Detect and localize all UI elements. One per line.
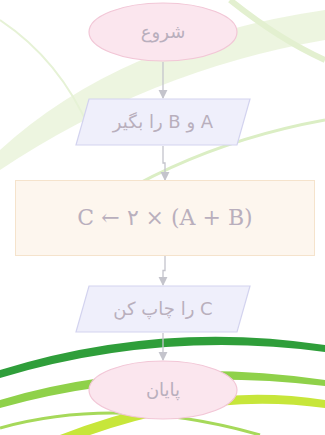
node-label: C را چاپ کن: [113, 298, 212, 320]
node-label: شروع: [141, 21, 185, 43]
start-ellipse: شروع: [88, 2, 238, 62]
swoosh: [230, 0, 325, 60]
flow-arrow: [163, 256, 165, 285]
node-label: A و B را بگیر: [113, 111, 213, 133]
output-parallelogram: C را چاپ کن: [75, 285, 251, 333]
flow-arrow: [162, 333, 163, 360]
parallelogram-path: [76, 286, 250, 332]
parallelogram-path: [76, 99, 250, 145]
flow-arrow: [162, 62, 163, 98]
node-label: پایان: [146, 379, 180, 401]
end-ellipse: پایان: [88, 360, 238, 420]
ellipse-path: [89, 361, 237, 419]
swoosh: [0, 20, 90, 130]
flow-arrow: [163, 146, 165, 180]
ellipse-path: [89, 3, 237, 61]
input-parallelogram: A و B را بگیر: [75, 98, 251, 146]
node-label: C ← ۲ × (A + B): [77, 205, 252, 231]
process-box: C ← ۲ × (A + B): [15, 180, 315, 256]
